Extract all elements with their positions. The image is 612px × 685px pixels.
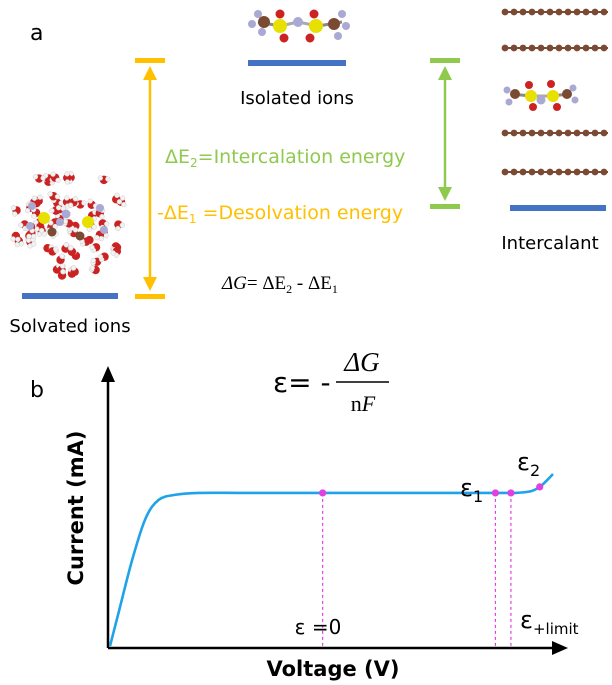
eps2-label: ε2 <box>517 448 540 480</box>
y-axis-label: Current (mA) <box>64 431 88 586</box>
y-axis-arrow <box>101 366 115 382</box>
water-molecule <box>10 205 21 217</box>
panel-a-label: a <box>30 21 43 46</box>
graphite-layer <box>501 129 608 137</box>
water-molecule <box>62 218 74 228</box>
water-molecule <box>88 265 100 275</box>
panel-b: b ε= - ΔG nF Voltage (V) Current (mA) ε … <box>30 347 579 681</box>
curve-marker-point <box>536 483 544 491</box>
intercalation-energy-label: ΔE2=Intercalation energy <box>165 146 405 170</box>
water-molecule <box>49 205 62 215</box>
eps-limit-label: ε+limit <box>520 606 579 638</box>
epsilon-equation-numerator: ΔG <box>343 347 379 377</box>
solvated-ions-label: Solvated ions <box>9 316 130 337</box>
current-voltage-curve <box>108 473 554 647</box>
epsilon-equation-lhs: ε= - <box>273 366 331 399</box>
curve-marker-point <box>491 489 500 497</box>
intercalated-ion-molecule <box>503 80 579 111</box>
isolated-ions-level-bar <box>248 60 346 66</box>
isolated-ions-label: Isolated ions <box>240 88 354 109</box>
delta-g-equation: ΔG= ΔE2 - ΔE1 <box>221 273 338 296</box>
intercalant-level-bar <box>510 205 606 211</box>
water-molecule <box>48 246 60 256</box>
epsilon-equation: ε= - ΔG nF <box>273 347 389 416</box>
water-molecule <box>114 220 125 232</box>
water-molecule <box>79 237 91 247</box>
water-molecule <box>50 171 61 184</box>
water-molecule <box>32 174 46 183</box>
water-molecule <box>67 196 79 208</box>
x-axis-label: Voltage (V) <box>267 657 400 681</box>
solvated-ion-cluster <box>10 170 127 280</box>
water-molecule <box>87 198 99 210</box>
water-molecule <box>57 269 67 280</box>
water-molecule <box>56 253 66 265</box>
panel-b-label: b <box>30 378 44 403</box>
water-molecule <box>89 243 101 253</box>
isolated-ion-molecule <box>248 9 350 43</box>
plot-area <box>108 473 554 647</box>
eps-zero-label: ε =0 <box>295 615 342 639</box>
water-molecule <box>34 222 45 234</box>
water-molecule <box>97 175 111 185</box>
water-molecule <box>69 221 80 233</box>
graphite-layer <box>501 8 608 16</box>
solvated-ion-core <box>26 202 108 241</box>
graphite-layer <box>501 168 608 176</box>
panel-a: a Isolated ions <box>9 8 608 337</box>
desolvation-energy-label: -ΔE1 =Desolvation energy <box>157 202 403 226</box>
water-molecule <box>10 231 21 243</box>
water-molecule <box>67 245 77 256</box>
water-molecule <box>63 171 72 185</box>
intercalation-arrow <box>430 58 460 209</box>
water-molecule <box>70 265 79 277</box>
solvated-ions-level-bar <box>22 293 118 299</box>
eps1-label: ε1 <box>460 474 483 506</box>
water-molecule <box>112 192 123 205</box>
graphite-layer <box>501 44 608 52</box>
curve-marker-point <box>507 489 515 497</box>
epsilon-equation-denominator: nF <box>351 391 376 416</box>
water-molecule <box>48 218 59 230</box>
curve-marker-point <box>319 489 327 497</box>
intercalant-label: Intercalant <box>501 233 598 254</box>
water-molecule <box>110 247 122 258</box>
graphite-layers <box>501 8 608 176</box>
water-molecule <box>47 191 61 201</box>
x-axis-arrow <box>552 641 568 655</box>
water-molecule <box>61 242 70 253</box>
water-molecule <box>62 195 72 209</box>
water-molecule <box>97 252 109 263</box>
desolvation-arrow <box>135 58 165 299</box>
